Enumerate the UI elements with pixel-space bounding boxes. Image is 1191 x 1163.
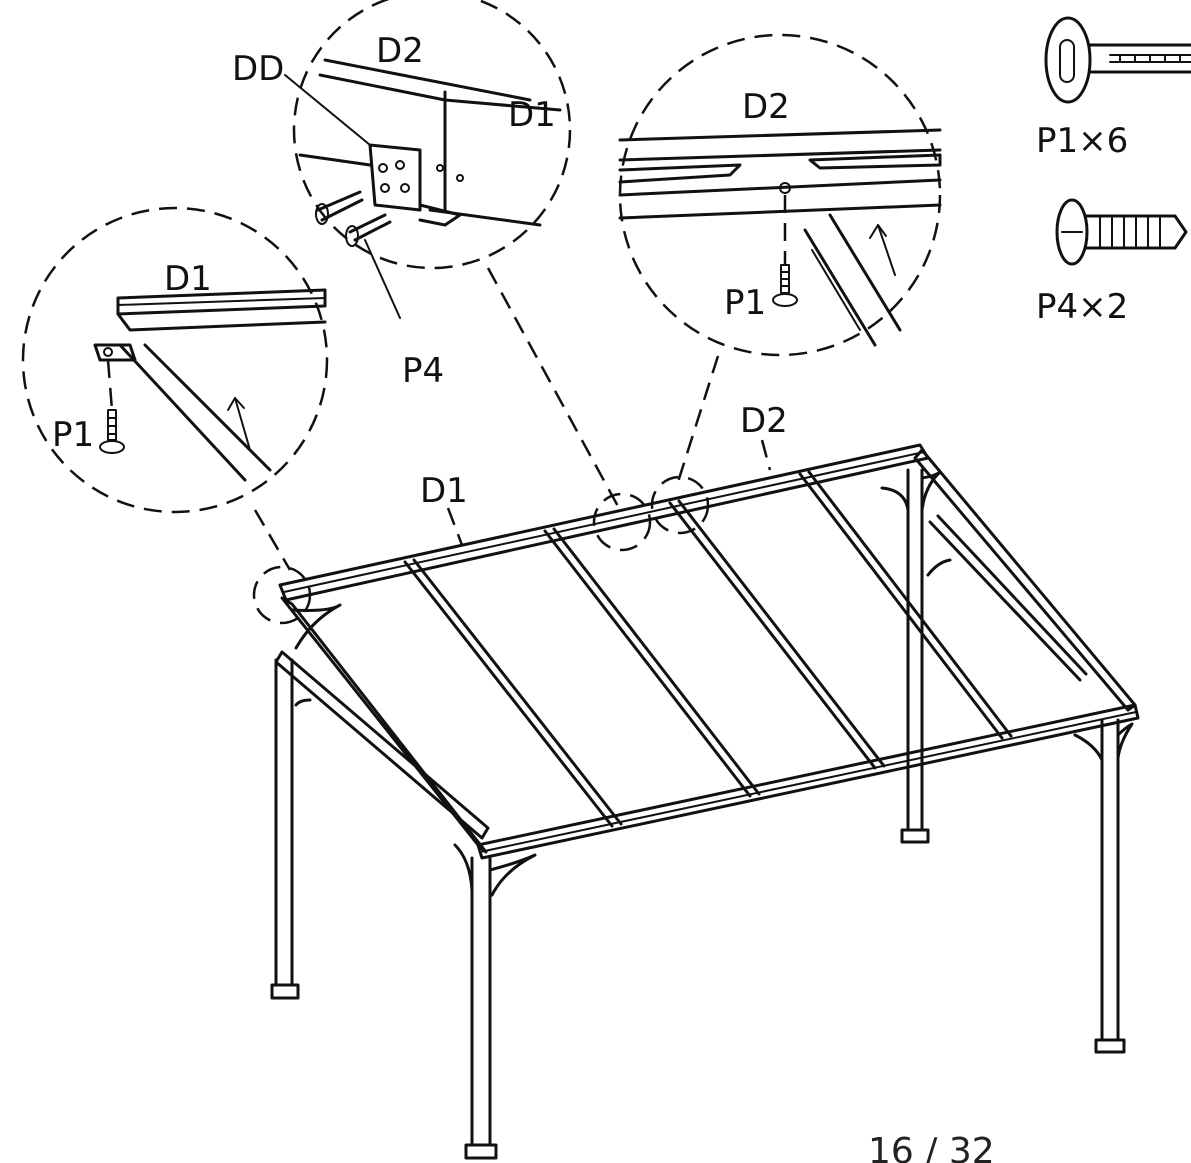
label-d2-right-detail: D2	[742, 87, 790, 127]
label-p1-left-detail: P1	[52, 415, 94, 455]
detail-left-corner	[21, 206, 329, 514]
screw-icon	[1055, 198, 1188, 266]
label-p1-right-detail: P1	[724, 283, 766, 323]
leader-d1-main	[446, 507, 464, 546]
label-p4: P4	[402, 351, 444, 391]
label-d1-main: D1	[420, 471, 468, 511]
leader-top-detail	[486, 267, 622, 511]
leader-left-detail	[253, 509, 292, 571]
highlight-top-corner	[592, 492, 652, 552]
highlight-right-corner	[650, 475, 710, 535]
detail-right-beam	[618, 33, 942, 357]
leader-d2-main	[760, 439, 772, 471]
label-d2-top-detail: D2	[376, 31, 424, 71]
leader-right-detail	[676, 355, 720, 483]
page-number: 16 / 32	[868, 1131, 995, 1163]
part-label-p1: P1×6	[1036, 121, 1128, 161]
bolt-icon	[1044, 16, 1191, 104]
label-d1-top-detail: D1	[508, 95, 556, 135]
label-d1-left-detail: D1	[164, 259, 212, 299]
part-label-p4: P4×2	[1036, 287, 1128, 327]
pergola-frame	[270, 443, 1140, 1160]
label-dd: DD	[232, 49, 284, 89]
detail-top-corner	[284, 0, 572, 319]
highlight-left-corner	[252, 565, 312, 625]
label-d2-main: D2	[740, 401, 788, 441]
